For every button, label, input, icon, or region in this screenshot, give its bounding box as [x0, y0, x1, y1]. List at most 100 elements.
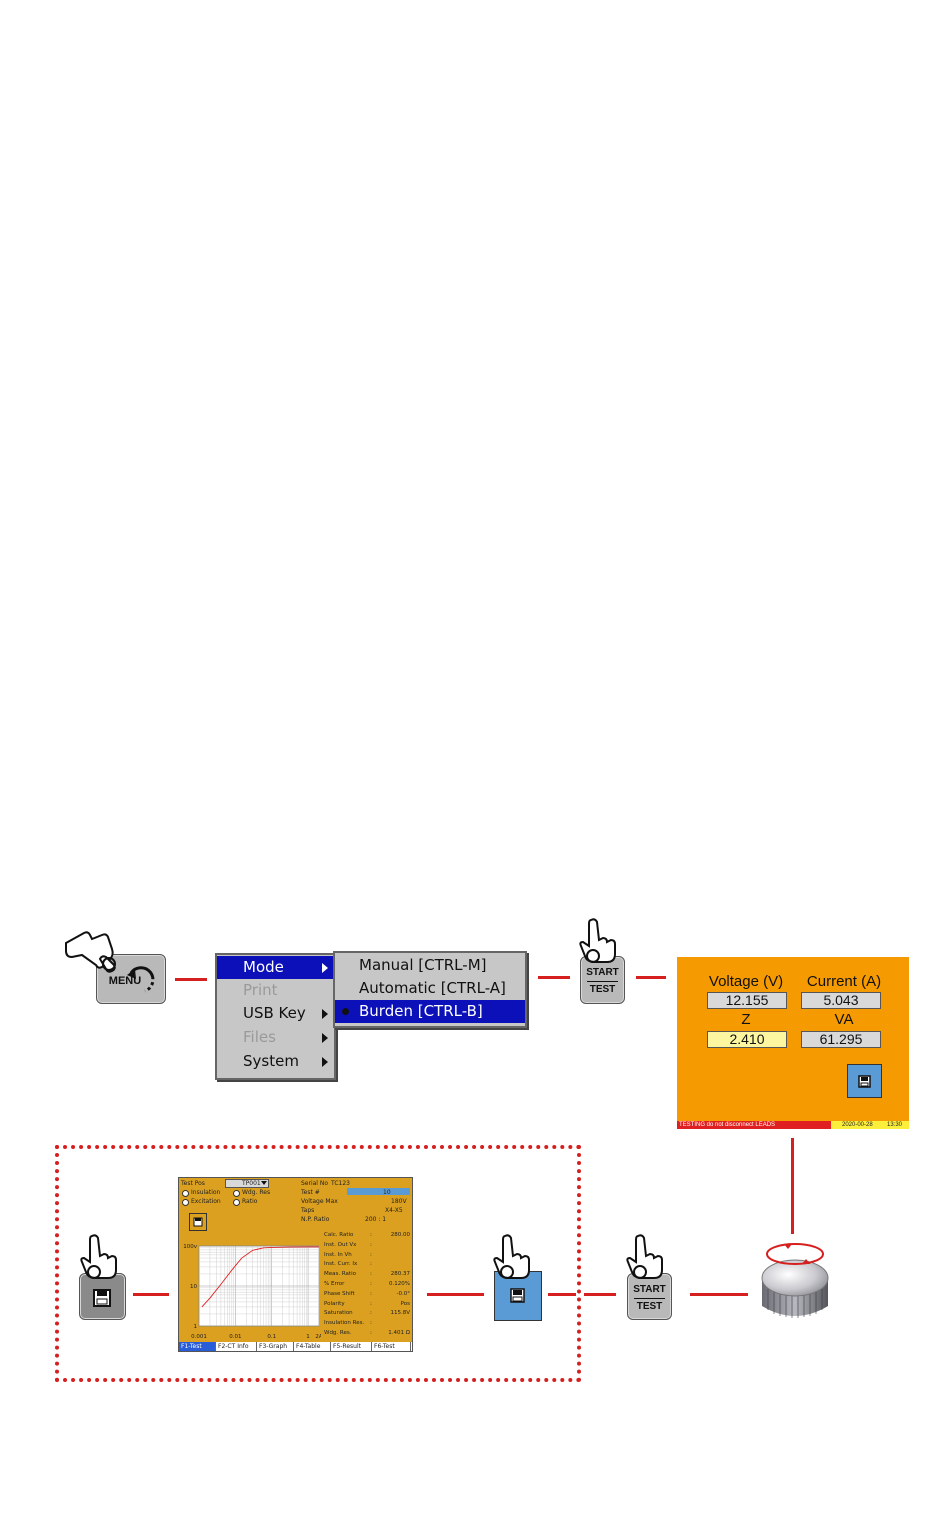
pointing-hand-icon [579, 918, 616, 963]
result-label: Phase Shift [324, 1290, 355, 1297]
result-label: Insulation Res. [324, 1320, 365, 1327]
result-row: Wdg. Res.: 1.401 Ω [322, 1330, 412, 1339]
connector-line [548, 1293, 576, 1296]
floppy-disk-icon [193, 1217, 203, 1227]
result-row: Inst. Out Vx: [322, 1242, 412, 1251]
test-pos-dropdown[interactable]: TP001 [225, 1179, 269, 1188]
x-tick-label: 0.001 [191, 1334, 207, 1340]
result-label: Meas. Ratio [324, 1271, 356, 1278]
result-colon: : [370, 1330, 372, 1336]
key-divider [587, 981, 618, 982]
x-tick-label: 0.1 [267, 1334, 276, 1340]
submenu-arrow-icon [322, 1057, 328, 1067]
radio-icon[interactable] [182, 1199, 189, 1206]
pointing-hand-icon [80, 1234, 117, 1279]
submenu-arrow-icon [322, 1009, 328, 1019]
result-value: 280.37 [390, 1271, 410, 1278]
tab-f4-table[interactable]: F4-Table [294, 1342, 331, 1351]
radio-icon[interactable] [233, 1190, 240, 1197]
va-label: VA [834, 1011, 854, 1028]
menu-item-usb-key[interactable]: USB Key [217, 1002, 334, 1025]
result-label: Inst. Curr. Ix [324, 1261, 358, 1268]
rotary-knob-icon[interactable] [754, 1240, 836, 1325]
result-label: Wdg. Res. [324, 1330, 352, 1336]
pointing-hand-icon [626, 1234, 663, 1279]
test-result-screen: Test Pos TP001 Serial No TC123 Insulatio… [178, 1177, 413, 1352]
radio-icon[interactable] [182, 1190, 189, 1197]
result-value: -0.0° [396, 1290, 410, 1297]
result-colon: : [370, 1300, 372, 1307]
result-value: Pos [400, 1300, 410, 1307]
info-panel: Test # 10 Voltage Max 180V Taps X4-X5 N.… [299, 1188, 412, 1232]
result-value: 115.8V [390, 1310, 410, 1317]
z-value: 2.410 [707, 1031, 787, 1048]
submenu-item-burden[interactable]: Burden [CTRL-B] [335, 1000, 525, 1023]
result-row: Meas. Ratio: 280.37 [322, 1271, 412, 1280]
result-colon: : [370, 1251, 372, 1258]
submenu-arrow-icon [322, 963, 328, 973]
floppy-disk-icon [858, 1075, 871, 1088]
connector-line [636, 976, 666, 979]
result-value: 280.00 [390, 1232, 410, 1238]
submenu-item-automatic[interactable]: Automatic [CTRL-A] [359, 979, 506, 997]
submenu-item-manual[interactable]: Manual [CTRL-M] [359, 956, 487, 974]
start-test-key[interactable]: START TEST [627, 1273, 672, 1320]
voltage-label: Voltage (V) [708, 973, 784, 990]
dropdown-arrow-icon [261, 1181, 267, 1185]
menu-item-mode[interactable]: Mode [217, 956, 334, 979]
radio-dot-icon [342, 1008, 349, 1015]
result-colon: : [370, 1261, 372, 1268]
result-row: Calc. Ratio: 280.00 [322, 1232, 412, 1241]
connector-line [427, 1293, 484, 1296]
connector-line [690, 1293, 748, 1296]
result-row: Inst. Curr. Ix: [322, 1261, 412, 1270]
result-label: Calc. Ratio [324, 1232, 354, 1238]
key-divider [634, 1298, 665, 1299]
connector-line [584, 1293, 616, 1296]
pointing-hand-icon [493, 1234, 530, 1279]
main-menu: Mode Print USB Key Files System [215, 953, 336, 1080]
connector-line [791, 1138, 794, 1234]
serial-value: TC123 [331, 1180, 350, 1187]
result-label: % Error [324, 1281, 345, 1287]
tab-f1-test[interactable]: F1-Test [179, 1342, 216, 1351]
current-value: 5.043 [801, 992, 881, 1009]
test-number-field[interactable] [347, 1188, 410, 1195]
result-colon: : [370, 1281, 372, 1287]
save-button[interactable] [847, 1064, 882, 1098]
save-sequence-group [55, 1145, 581, 1382]
result-row: Polarity:Pos [322, 1301, 412, 1310]
current-label: Current (A) [806, 973, 882, 990]
tab-f3-graph[interactable]: F3-Graph [257, 1342, 294, 1351]
status-date: 2020-00-28 [842, 1122, 873, 1128]
y-tick-label: 10 [190, 1284, 197, 1290]
x-tick-label: 1 [306, 1334, 310, 1340]
serial-label: Serial No [301, 1180, 329, 1187]
result-value: 0.120% [389, 1281, 410, 1287]
function-tabs: F1-Test F2-CT Info F3-Graph F4-Table F5-… [179, 1342, 412, 1351]
save-key[interactable] [79, 1273, 126, 1320]
menu-key-label: MENU [108, 975, 142, 987]
x-tick-label: 2A [315, 1334, 321, 1340]
start-test-key[interactable]: START TEST [580, 956, 625, 1004]
result-row: Phase Shift:-0.0° [322, 1291, 412, 1300]
result-label: Saturation [324, 1310, 353, 1317]
radio-icon[interactable] [233, 1199, 240, 1206]
tab-f6-test[interactable]: F6-Test [372, 1342, 411, 1351]
save-button[interactable] [494, 1271, 542, 1321]
result-colon: : [370, 1232, 372, 1238]
menu-item-system[interactable]: System [217, 1050, 334, 1073]
result-colon: : [370, 1271, 372, 1278]
z-label: Z [741, 1011, 751, 1028]
result-value: 1.401 Ω [388, 1330, 410, 1336]
save-button[interactable] [189, 1213, 207, 1231]
submenu-arrow-icon [322, 1033, 328, 1043]
x-tick-label: 0.01 [229, 1334, 241, 1340]
status-bar: TESTING do not disconnect LEADS 2020-00-… [677, 1121, 909, 1129]
mode-submenu: Manual [CTRL-M] Automatic [CTRL-A] Burde… [333, 951, 527, 1028]
tab-f2-ct-info[interactable]: F2-CT Info [216, 1342, 257, 1351]
status-warning: TESTING do not disconnect LEADS [677, 1121, 831, 1129]
tab-f5-result[interactable]: F5-Result [331, 1342, 372, 1351]
y-tick-label: 100v [183, 1244, 197, 1250]
